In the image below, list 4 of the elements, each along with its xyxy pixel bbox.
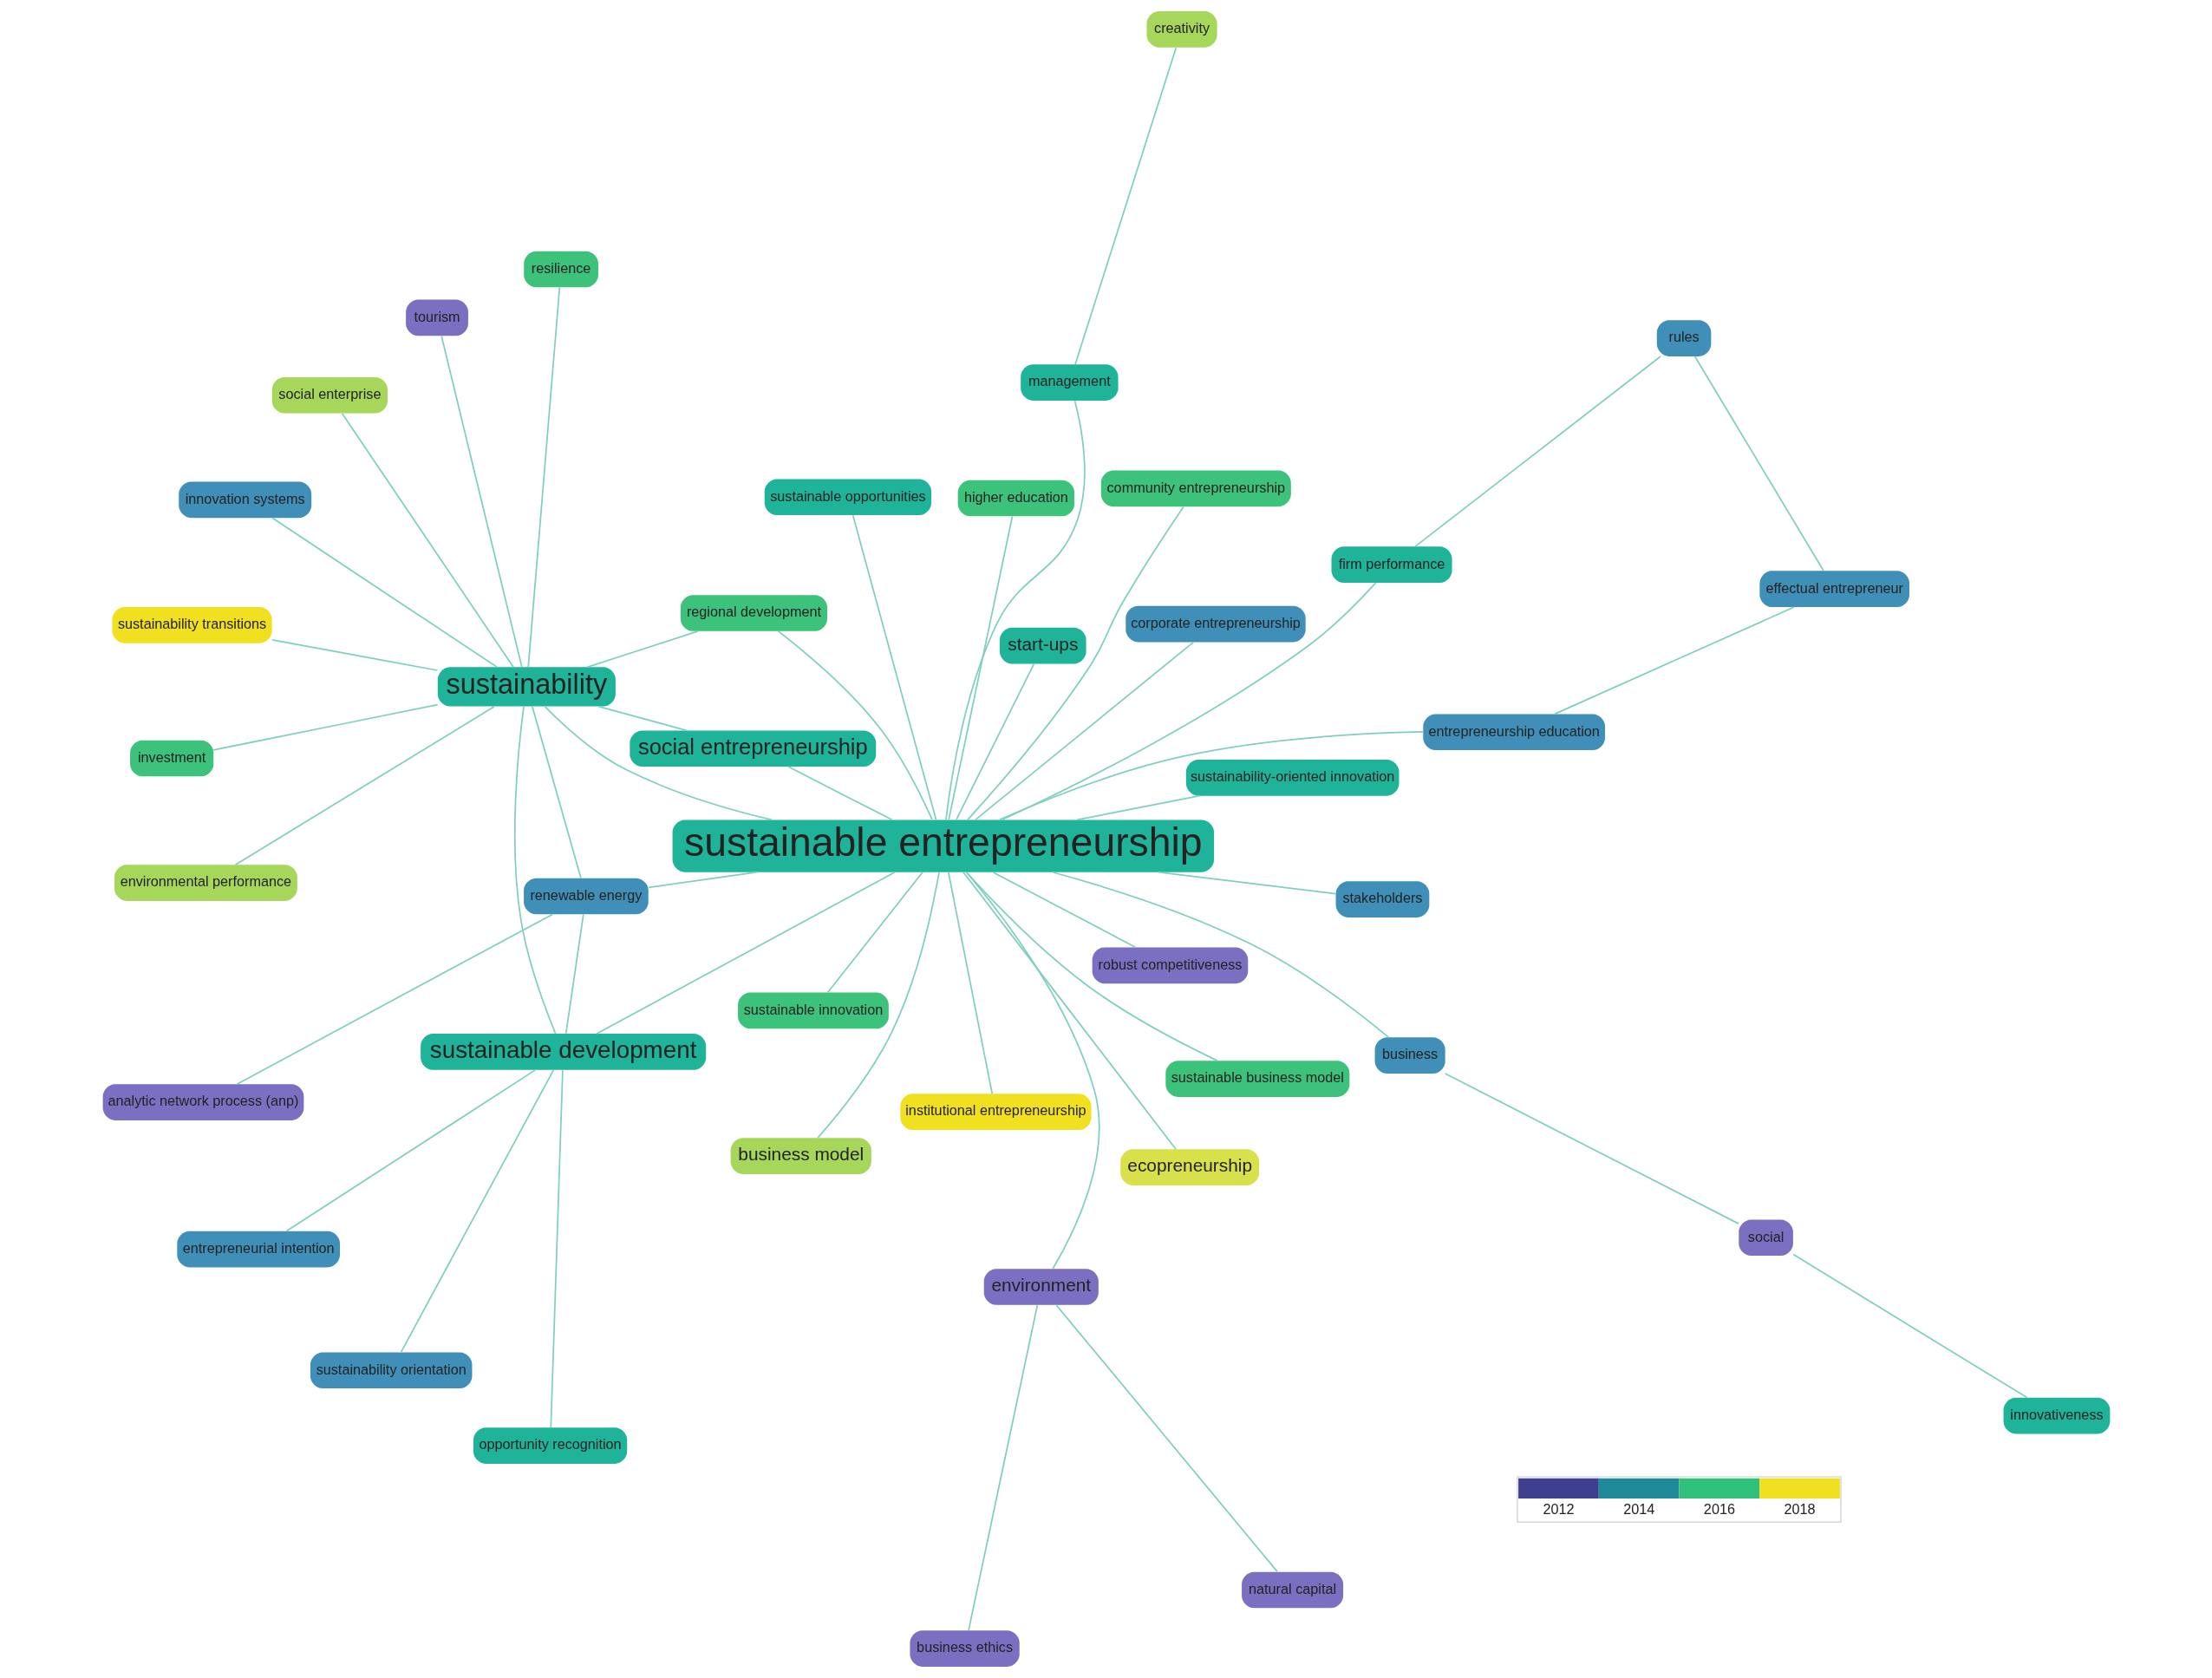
legend-label: 2018 bbox=[1784, 1500, 1816, 1517]
legend-label: 2016 bbox=[1703, 1500, 1735, 1517]
legend-label: 2014 bbox=[1622, 1500, 1654, 1517]
legend-label: 2012 bbox=[1543, 1500, 1575, 1517]
